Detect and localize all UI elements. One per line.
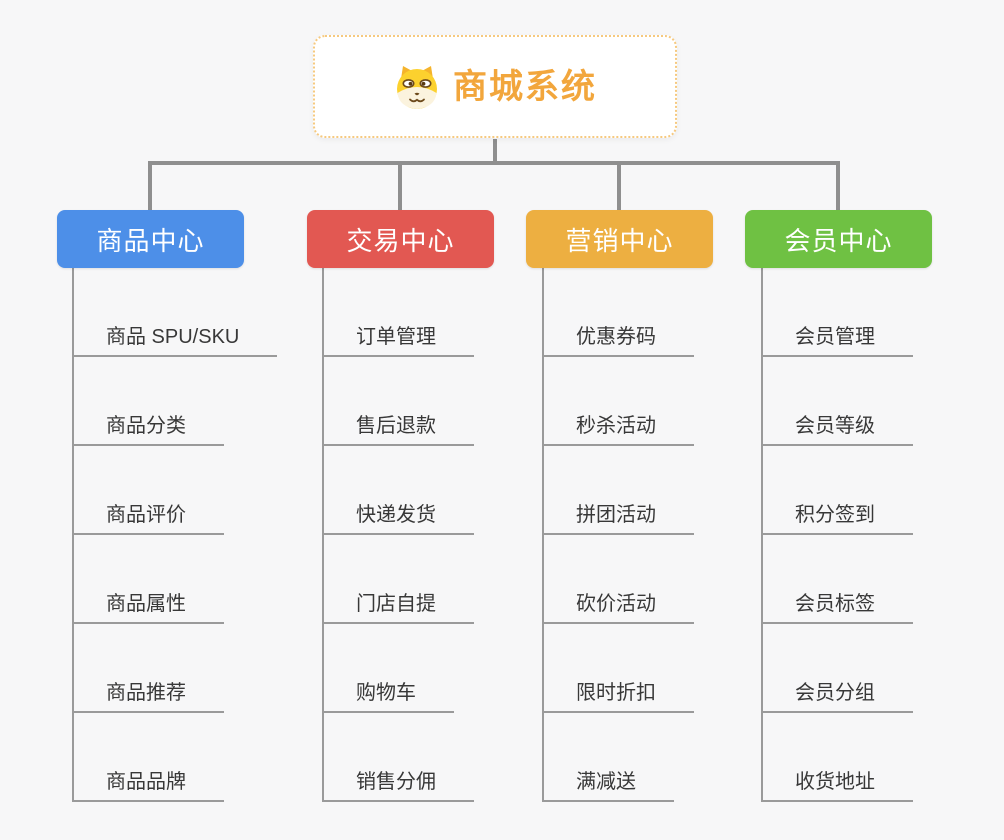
children-rail-line [322, 268, 324, 802]
root-topic-label: 商城系统 [453, 67, 597, 106]
child-topic-node[interactable]: 购物车 [322, 681, 454, 713]
connector-line [398, 161, 402, 210]
branch-node-member-center[interactable]: 会员中心 [745, 210, 932, 268]
child-topic-node[interactable]: 收货地址 [761, 770, 913, 802]
child-topic-node[interactable]: 销售分佣 [322, 770, 474, 802]
branch-children-list-product: 商品 SPU/SKU 商品分类 商品评价 商品属性 商品推荐 商品品牌 [72, 268, 278, 802]
child-topic-node[interactable]: 快递发货 [322, 503, 474, 535]
child-topic-node[interactable]: 订单管理 [322, 325, 474, 357]
connector-line [617, 161, 621, 210]
children-rail-line [761, 268, 763, 802]
child-topic-node[interactable]: 商品品牌 [72, 770, 224, 802]
branch-node-product-center[interactable]: 商品中心 [57, 210, 244, 268]
child-topic-node[interactable]: 商品分类 [72, 414, 224, 446]
child-topic-node[interactable]: 积分签到 [761, 503, 913, 535]
child-topic-node[interactable]: 会员分组 [761, 681, 913, 713]
root-connector-line [493, 139, 497, 163]
child-topic-node[interactable]: 限时折扣 [542, 681, 694, 713]
child-topic-node[interactable]: 商品评价 [72, 503, 224, 535]
branch-children-list-marketing: 优惠券码 秒杀活动 拼团活动 砍价活动 限时折扣 满减送 [542, 268, 694, 802]
connector-line [836, 161, 840, 210]
branch-children-list-trade: 订单管理 售后退款 快递发货 门店自提 购物车 销售分佣 [322, 268, 474, 802]
child-topic-node[interactable]: 会员标签 [761, 592, 913, 624]
branch-node-label: 营销中心 [565, 225, 674, 256]
children-rail-line [542, 268, 544, 802]
branch-node-trade-center[interactable]: 交易中心 [307, 210, 494, 268]
children-rail-line [72, 268, 74, 802]
child-topic-node[interactable]: 拼团活动 [542, 503, 694, 535]
child-topic-node[interactable]: 商品属性 [72, 592, 224, 624]
child-topic-node[interactable]: 门店自提 [322, 592, 474, 624]
dog-face-icon [393, 63, 441, 111]
child-topic-node[interactable]: 会员等级 [761, 414, 913, 446]
child-topic-node[interactable]: 满减送 [542, 770, 674, 802]
branch-node-marketing-center[interactable]: 营销中心 [526, 210, 713, 268]
root-topic-node[interactable]: 商城系统 [313, 35, 677, 138]
branch-node-label: 商品中心 [96, 225, 205, 256]
child-topic-node[interactable]: 砍价活动 [542, 592, 694, 624]
child-topic-node[interactable]: 售后退款 [322, 414, 474, 446]
child-topic-node[interactable]: 商品 SPU/SKU [72, 325, 278, 357]
branch-children-list-member: 会员管理 会员等级 积分签到 会员标签 会员分组 收货地址 [761, 268, 913, 802]
branch-node-label: 会员中心 [784, 225, 893, 256]
connector-line [148, 161, 152, 210]
child-topic-node[interactable]: 优惠券码 [542, 325, 694, 357]
child-topic-node[interactable]: 商品推荐 [72, 681, 224, 713]
branch-node-label: 交易中心 [346, 225, 455, 256]
child-topic-node[interactable]: 会员管理 [761, 325, 913, 357]
child-topic-node[interactable]: 秒杀活动 [542, 414, 694, 446]
branch-connector-rail [148, 161, 840, 165]
